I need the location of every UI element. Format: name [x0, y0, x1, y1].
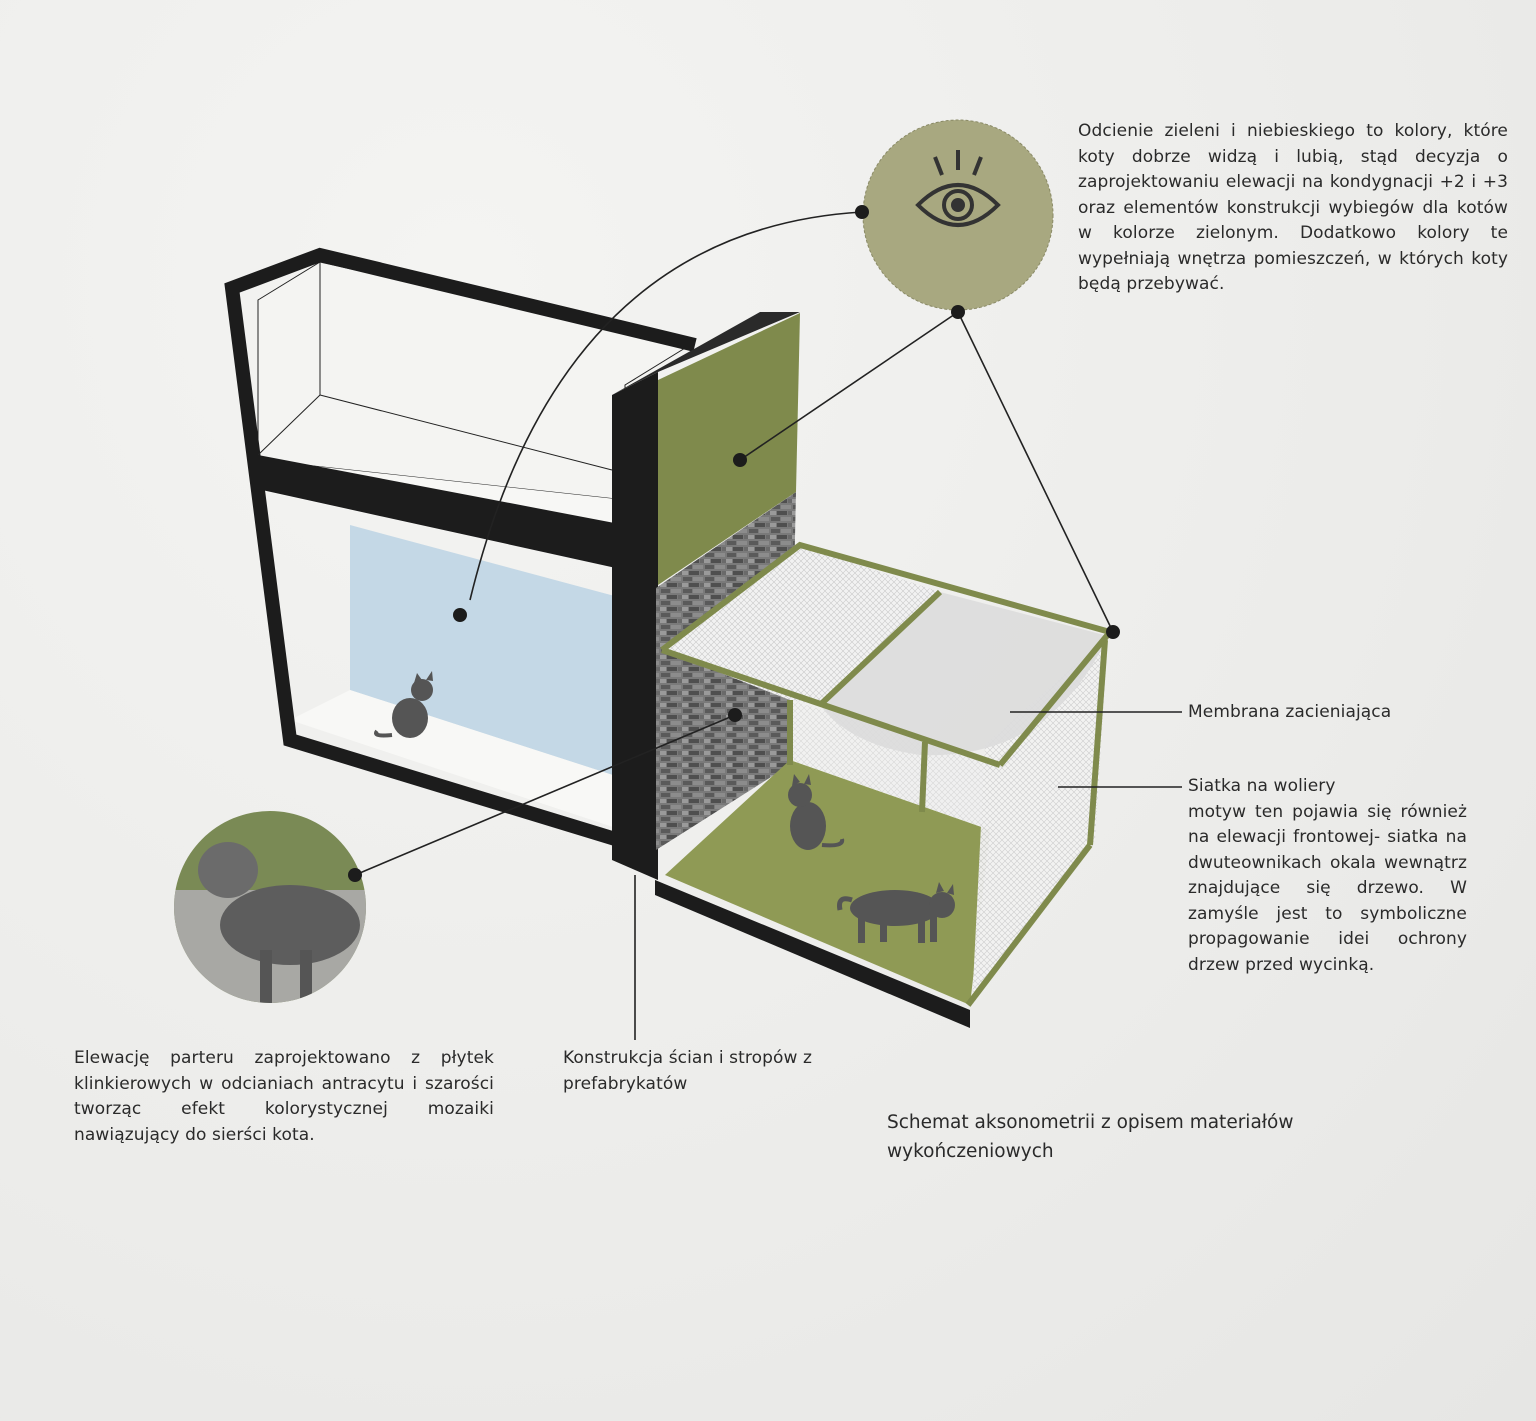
eye-icon [915, 150, 1001, 227]
net-description: motyw ten pojawia się również na elewacj… [1188, 801, 1467, 975]
net-note: Siatka na woliery motyw ten pojawia się … [1188, 774, 1467, 978]
enclosure-frame [660, 541, 1116, 1007]
left-building [224, 247, 697, 852]
diagram-caption: Schemat aksonometrii z opisem materiałów… [887, 1112, 1294, 1162]
leader-lines [354, 211, 1182, 1040]
cat-silhouettes [374, 671, 955, 943]
cat-photo [174, 811, 366, 1003]
central-column [612, 372, 658, 880]
green-floor [665, 760, 990, 1005]
green-facade-panel [658, 313, 800, 585]
blue-window [350, 525, 622, 778]
construction-note: Konstrukcja ścian i stropów z prefabryka… [563, 1048, 813, 1094]
eye-circle [862, 119, 1054, 311]
cat-icon [788, 774, 845, 850]
cat-icon [374, 671, 433, 738]
cat-icon [837, 882, 955, 943]
net-title: Siatka na woliery [1188, 776, 1336, 796]
membrane-label: Membrana zacieniająca [1188, 702, 1392, 722]
shading-membrane [662, 545, 940, 705]
base-slab [655, 880, 970, 1028]
colors-note: Odcienie zieleni i niebieskiego to kolor… [1078, 121, 1508, 294]
leader-dots [348, 205, 1120, 882]
ground-floor-note: Elewację parteru zaprojektowano z płytek… [74, 1048, 494, 1145]
